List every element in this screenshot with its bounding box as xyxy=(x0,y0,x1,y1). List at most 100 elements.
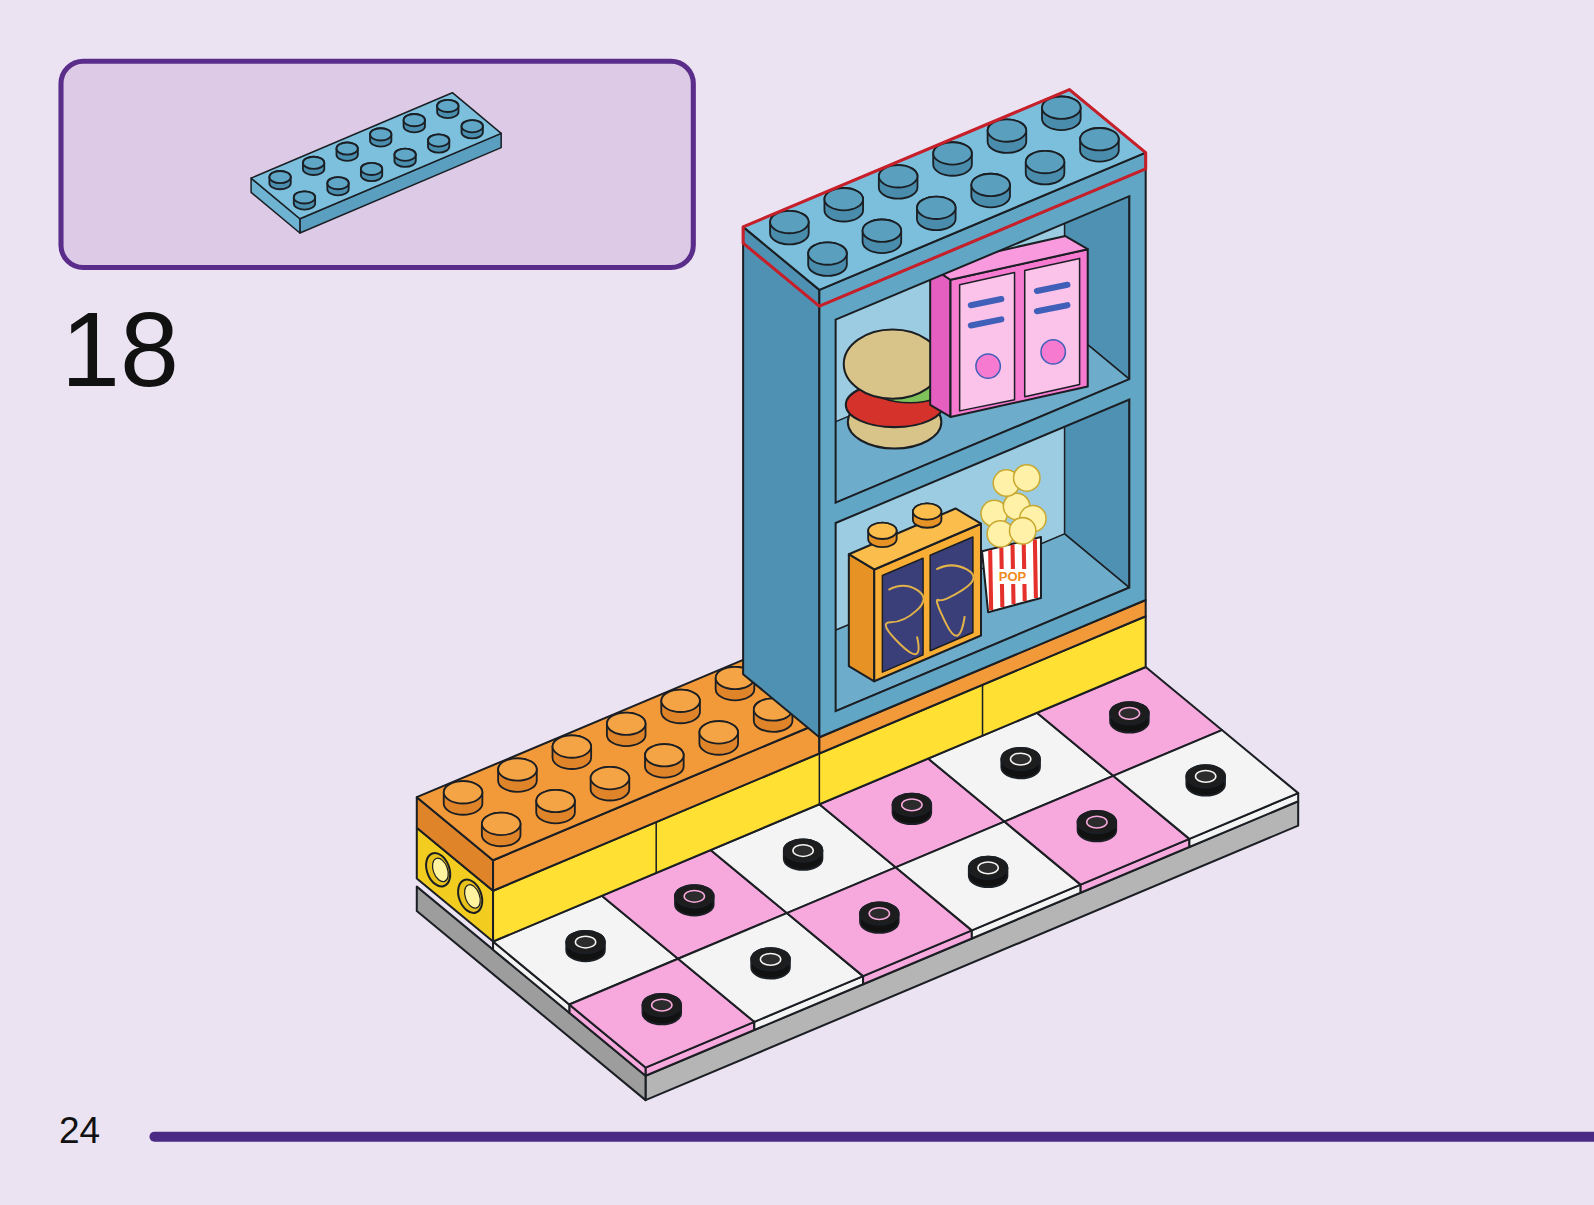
stud xyxy=(482,813,521,847)
stud xyxy=(808,242,847,264)
plate-top xyxy=(743,90,1146,290)
stud xyxy=(498,758,537,780)
stud xyxy=(645,744,684,778)
brick-seam xyxy=(655,822,657,873)
brick-top xyxy=(417,660,820,860)
pin-hole xyxy=(430,856,452,884)
stud xyxy=(294,191,315,209)
stud xyxy=(933,142,972,176)
stud xyxy=(553,735,592,757)
popcorn-box xyxy=(982,537,1041,612)
stud xyxy=(860,902,899,932)
base-plate xyxy=(646,801,1299,1100)
stud xyxy=(303,157,324,175)
stud xyxy=(913,503,941,519)
stud xyxy=(684,890,704,902)
stud xyxy=(428,134,449,152)
stud xyxy=(642,994,681,1016)
stud xyxy=(824,188,863,222)
stud xyxy=(303,157,324,169)
stud xyxy=(793,845,813,857)
stud xyxy=(361,163,382,175)
stud xyxy=(394,149,415,161)
shelf-side xyxy=(743,243,819,737)
stud xyxy=(784,839,823,869)
stud xyxy=(536,790,575,824)
stud xyxy=(751,948,790,970)
box-print xyxy=(1025,258,1080,396)
box-print xyxy=(971,285,1068,326)
stud xyxy=(699,721,738,743)
stud xyxy=(607,713,646,747)
stud xyxy=(1080,128,1119,150)
stud xyxy=(808,242,847,276)
label-holder: 24 xyxy=(59,1112,100,1149)
stud xyxy=(661,690,700,712)
plate-top xyxy=(251,93,501,219)
stud xyxy=(498,758,537,792)
stud xyxy=(860,902,899,924)
popcorn-stripe xyxy=(1035,540,1036,598)
pin-hole xyxy=(462,883,484,911)
stud xyxy=(1110,702,1149,724)
stud xyxy=(1001,748,1040,770)
stud xyxy=(969,857,1008,887)
page-rule xyxy=(155,1132,1594,1142)
step-number: 18 xyxy=(61,290,179,408)
brick-seam xyxy=(982,685,984,736)
stud xyxy=(1080,128,1119,162)
popcorn xyxy=(1009,518,1035,544)
label-holder: 18 xyxy=(61,296,179,402)
stud xyxy=(751,948,790,978)
print-text: POP xyxy=(997,569,1028,584)
stud xyxy=(675,885,714,907)
stud xyxy=(971,174,1010,208)
stud xyxy=(575,936,595,948)
stud xyxy=(893,794,932,824)
stud xyxy=(645,744,684,766)
box-print xyxy=(976,354,1000,378)
stud xyxy=(336,142,357,154)
stud xyxy=(444,781,483,803)
stud xyxy=(591,767,630,789)
stud xyxy=(1186,765,1225,787)
popcorn-stripe xyxy=(990,550,991,610)
stud xyxy=(971,174,1010,196)
stud xyxy=(675,885,714,915)
stud xyxy=(1186,765,1225,795)
stud xyxy=(1026,151,1065,185)
stud xyxy=(868,523,896,539)
page-number: 24 xyxy=(59,1110,100,1151)
stud xyxy=(869,908,889,920)
stud xyxy=(591,767,630,801)
stud xyxy=(642,994,681,1024)
stud xyxy=(1078,811,1117,841)
box-side xyxy=(930,267,950,417)
tile xyxy=(1113,730,1298,839)
stud xyxy=(913,503,941,527)
stud xyxy=(566,931,605,961)
stud xyxy=(536,790,575,812)
stud xyxy=(770,211,809,245)
shelf-floor xyxy=(771,534,1129,711)
stud xyxy=(1010,753,1030,765)
stud xyxy=(1001,748,1040,778)
stud xyxy=(404,114,425,132)
stud xyxy=(1087,816,1107,828)
stud xyxy=(1119,707,1139,719)
stud xyxy=(1078,811,1117,833)
stud xyxy=(269,171,290,189)
stud xyxy=(327,177,348,189)
sandwich xyxy=(844,330,942,399)
stud xyxy=(566,931,605,953)
stud xyxy=(661,690,700,724)
stud xyxy=(370,128,391,146)
new-part-highlight xyxy=(743,90,1146,307)
stud xyxy=(1110,702,1149,732)
stud xyxy=(327,177,348,195)
stud xyxy=(902,799,922,811)
stud xyxy=(784,839,823,861)
stud xyxy=(462,120,483,138)
stud xyxy=(444,781,483,815)
